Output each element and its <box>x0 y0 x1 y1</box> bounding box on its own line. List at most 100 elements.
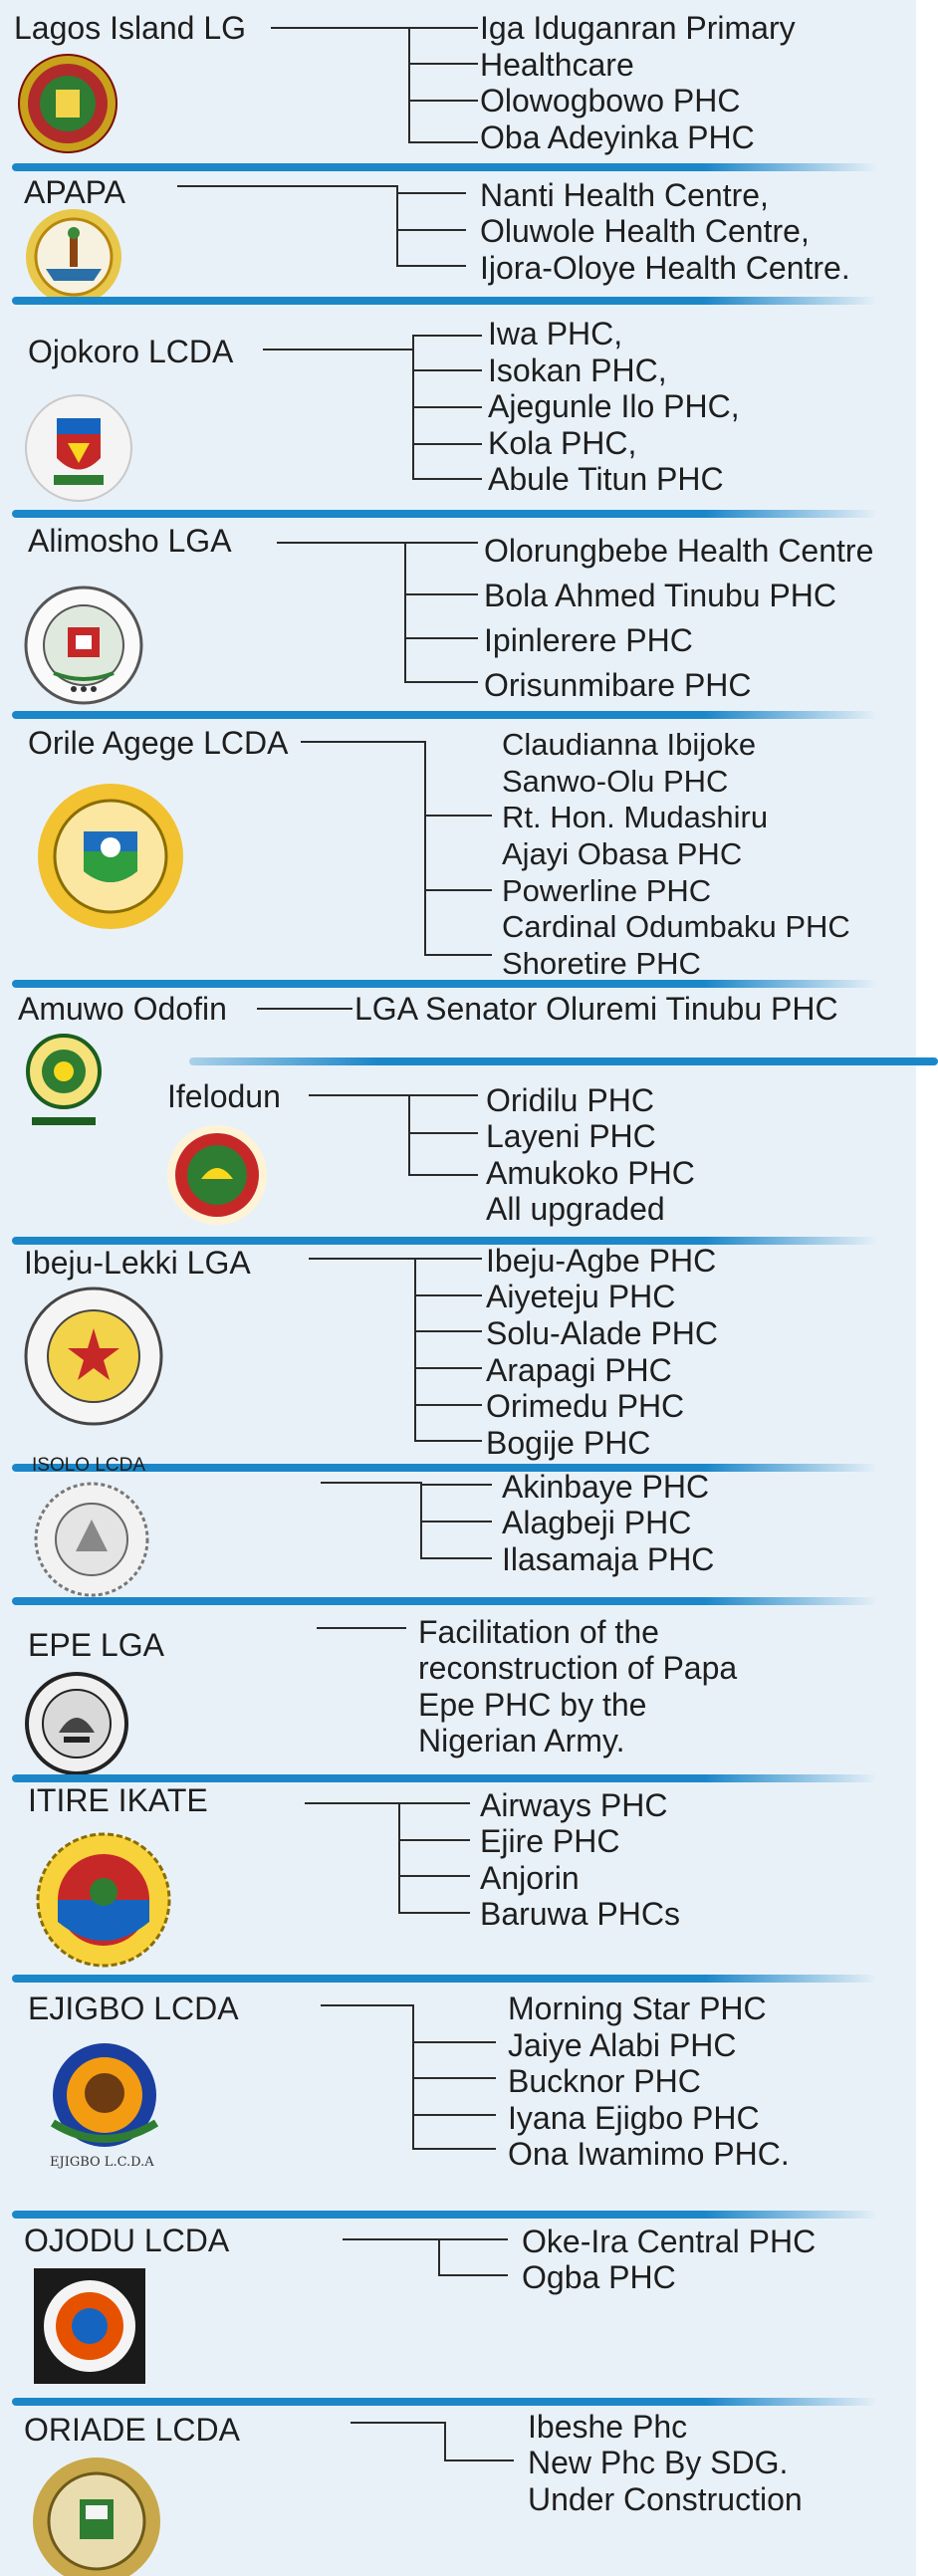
phc-item: Bucknor PHC <box>508 2063 701 2099</box>
section-separator <box>12 1464 878 1472</box>
description-line: reconstruction of Papa <box>418 1650 738 1686</box>
phc-item: Alagbeji PHC <box>502 1505 692 1540</box>
ojokoro-lcda-crest-icon <box>24 393 133 503</box>
branch-line <box>408 27 478 29</box>
connector-line <box>177 185 398 187</box>
branch-line <box>414 1294 482 1296</box>
lga-name: EJIGBO LCDA <box>28 1991 239 2026</box>
phc-item: Isokan PHC, <box>488 352 667 388</box>
phc-item: Ajayi Obasa PHC <box>502 836 743 871</box>
section-separator <box>12 163 878 171</box>
phc-item: Olowogbowo PHC <box>480 83 741 118</box>
lga-name: Ifelodun <box>167 1078 281 1114</box>
epe-lga-seal-icon <box>24 1671 129 1776</box>
branch-line <box>404 542 478 544</box>
phc-item: Iga Iduganran Primary <box>480 10 796 46</box>
branch-line <box>408 1132 478 1134</box>
branch-line <box>412 478 482 480</box>
phc-item: Kola PHC, <box>488 425 637 461</box>
section-separator <box>12 1975 878 1983</box>
branch-line <box>424 889 492 891</box>
phc-item: Jaiye Alabi PHC <box>508 2027 737 2063</box>
section-separator <box>12 510 878 518</box>
branch-line <box>408 1094 478 1096</box>
connector-line <box>309 1258 416 1260</box>
connector-line <box>343 2238 440 2240</box>
bracket-line <box>408 27 410 143</box>
lga-name: Alimosho LGA <box>28 523 232 559</box>
phc-item: Iwa PHC, <box>488 316 623 351</box>
lga-name: ITIRE IKATE <box>28 1782 208 1818</box>
connector-line <box>317 1627 406 1629</box>
lga-name: APAPA <box>24 174 125 210</box>
phc-item: Anjorin <box>480 1860 580 1896</box>
section-separator <box>189 1057 938 1065</box>
bracket-line <box>408 1094 410 1176</box>
lga-name: OJODU LCDA <box>24 2223 230 2258</box>
phc-item: Ajegunle Ilo PHC, <box>488 388 740 424</box>
phc-item: Abule Titun PHC <box>488 461 724 497</box>
phc-item: Ijora-Oloye Health Centre. <box>480 250 850 286</box>
phc-item: Ejire PHC <box>480 1823 620 1859</box>
phc-item: Layeni PHC <box>486 1118 656 1154</box>
phc-item: Nanti Health Centre, <box>480 177 769 213</box>
phc-item: Airways PHC <box>480 1787 668 1823</box>
phc-item: Orimedu PHC <box>486 1388 685 1424</box>
branch-line <box>420 1484 492 1486</box>
branch-line <box>414 1258 482 1260</box>
phc-item: Oridilu PHC <box>486 1082 654 1118</box>
connector-line <box>321 1482 422 1484</box>
section-separator <box>12 711 878 719</box>
phc-item: Sanwo-Olu PHC <box>502 764 729 799</box>
branch-line <box>424 954 492 956</box>
phc-item: Bola Ahmed Tinubu PHC <box>484 578 836 613</box>
connector-line <box>277 542 406 544</box>
itire-ikate-lcda-seal-icon <box>34 1830 173 1970</box>
ibeju-lekki-lga-seal-icon <box>24 1287 163 1426</box>
description-line: Facilitation of the <box>418 1614 659 1650</box>
branch-line <box>420 1557 492 1559</box>
branch-line <box>404 681 478 683</box>
branch-line <box>408 1174 478 1176</box>
branch-line <box>412 443 482 445</box>
phc-item: Ogba PHC <box>522 2259 676 2295</box>
phc-item: Iyana Ejigbo PHC <box>508 2100 760 2136</box>
phc-item: LGA Senator Oluremi Tinubu PHC <box>354 991 838 1027</box>
phc-item: Claudianna Ibijoke <box>502 727 757 762</box>
branch-line <box>412 2077 496 2079</box>
bracket-line <box>414 1258 416 1442</box>
phc-item: Ipinlerere PHC <box>484 622 693 658</box>
phc-item: Amukoko PHC <box>486 1155 695 1191</box>
section-separator <box>12 297 878 305</box>
branch-line <box>396 192 466 194</box>
phc-item: Akinbaye PHC <box>502 1469 710 1505</box>
branch-line <box>438 2238 508 2240</box>
lga-name: Ibeju-Lekki LGA <box>24 1245 251 1281</box>
branch-line <box>412 2148 496 2150</box>
branch-line <box>396 265 466 267</box>
apapa-lg-seal-icon <box>24 207 123 307</box>
branch-line <box>396 229 466 231</box>
phc-item: Bogije PHC <box>486 1425 651 1461</box>
branch-line <box>414 1440 482 1442</box>
alimosho-lga-seal-icon <box>24 585 143 705</box>
isolo-lcda-seal-icon <box>34 1482 149 1597</box>
branch-line <box>398 1839 470 1841</box>
branch-line <box>412 369 482 371</box>
branch-line <box>408 100 478 102</box>
lga-name: EPE LGA <box>28 1627 164 1663</box>
phc-item: Orisunmibare PHC <box>484 667 752 703</box>
connector-line <box>263 349 414 351</box>
phc-item: Powerline PHC <box>502 873 712 908</box>
branch-line <box>438 2274 508 2276</box>
connector-line <box>321 2004 414 2006</box>
phc-item: Ilasamaja PHC <box>502 1541 715 1577</box>
connector-line <box>271 27 410 29</box>
phc-item: Under Construction <box>528 2481 803 2517</box>
phc-item: Arapagi PHC <box>486 1352 672 1388</box>
branch-line <box>412 2041 496 2043</box>
lagos-island-lg-seal-icon <box>16 52 119 155</box>
description-line: Nigerian Army. <box>418 1723 625 1758</box>
logo-caption: EJIGBO L.C.D.A <box>50 2155 154 2170</box>
connector-line <box>257 1008 352 1010</box>
